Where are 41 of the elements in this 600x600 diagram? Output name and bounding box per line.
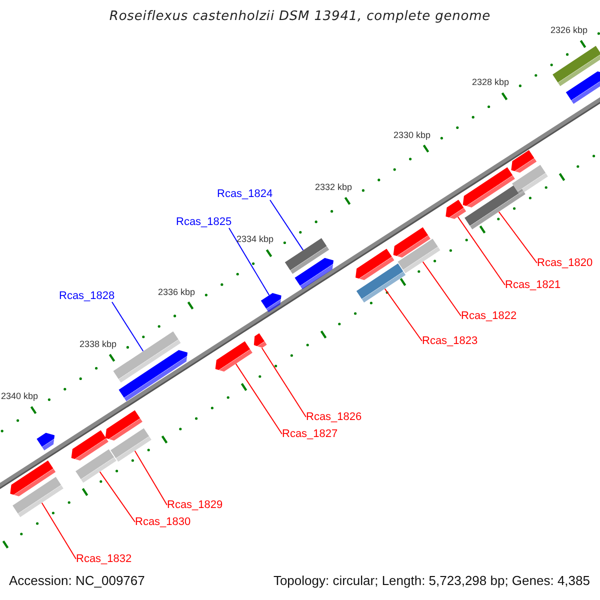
leader-line [261,347,306,418]
genome-info-text: Topology: circular; Length: 5,723,298 bp; Genes: 4,385 [273,573,590,588]
gene-label: Rcas_1822 [461,310,517,322]
scale-label: 2334 kbp [236,234,274,244]
gene-feature [110,428,152,462]
leader-line [99,471,136,522]
scale-label: 2332 kbp [314,182,352,192]
gene-label: Rcas_1826 [306,411,362,423]
gene-feature [284,238,330,274]
leader-line [228,228,270,296]
scale-label: 2328 kbp [472,77,510,88]
leader-line [384,288,422,342]
leader-line [422,261,462,316]
gene-label: Rcas_1830 [135,516,191,528]
gene-label: Rcas_1827 [282,428,338,440]
gene-feature [552,46,600,86]
leader-line [235,363,282,434]
scale-label: 2338 kbp [79,338,117,349]
leader-line [41,502,76,560]
leader-line [457,216,506,286]
gene-label: Rcas_1825 [176,216,232,228]
leader-line [112,302,144,352]
gene-label: Rcas_1824 [217,188,273,200]
gene-feature [512,164,548,196]
diagram-title: Roseiflexus castenholzii DSM 13941, complete genome [108,9,492,24]
gene-feature [398,238,440,274]
scale-label: 2340 kbp [0,391,38,402]
gene-label: Rcas_1820 [537,257,593,269]
scale-label: 2330 kbp [393,130,431,140]
gene-feature [75,449,117,483]
gene-label: Rcas_1829 [167,499,223,511]
gene-label: Rcas_1821 [505,279,561,291]
scale-label: 2326 kbp [550,25,588,35]
gene-label: Rcas_1823 [422,335,478,347]
accession-text: Accession: NC_009767 [9,573,145,588]
gene-feature [356,263,406,303]
gene-feature [12,476,64,518]
gene-label: Rcas_1828 [59,290,115,302]
scale-label: 2336 kbp [158,286,196,296]
leader-line [498,211,538,264]
gene-label: Rcas_1832 [76,553,132,565]
